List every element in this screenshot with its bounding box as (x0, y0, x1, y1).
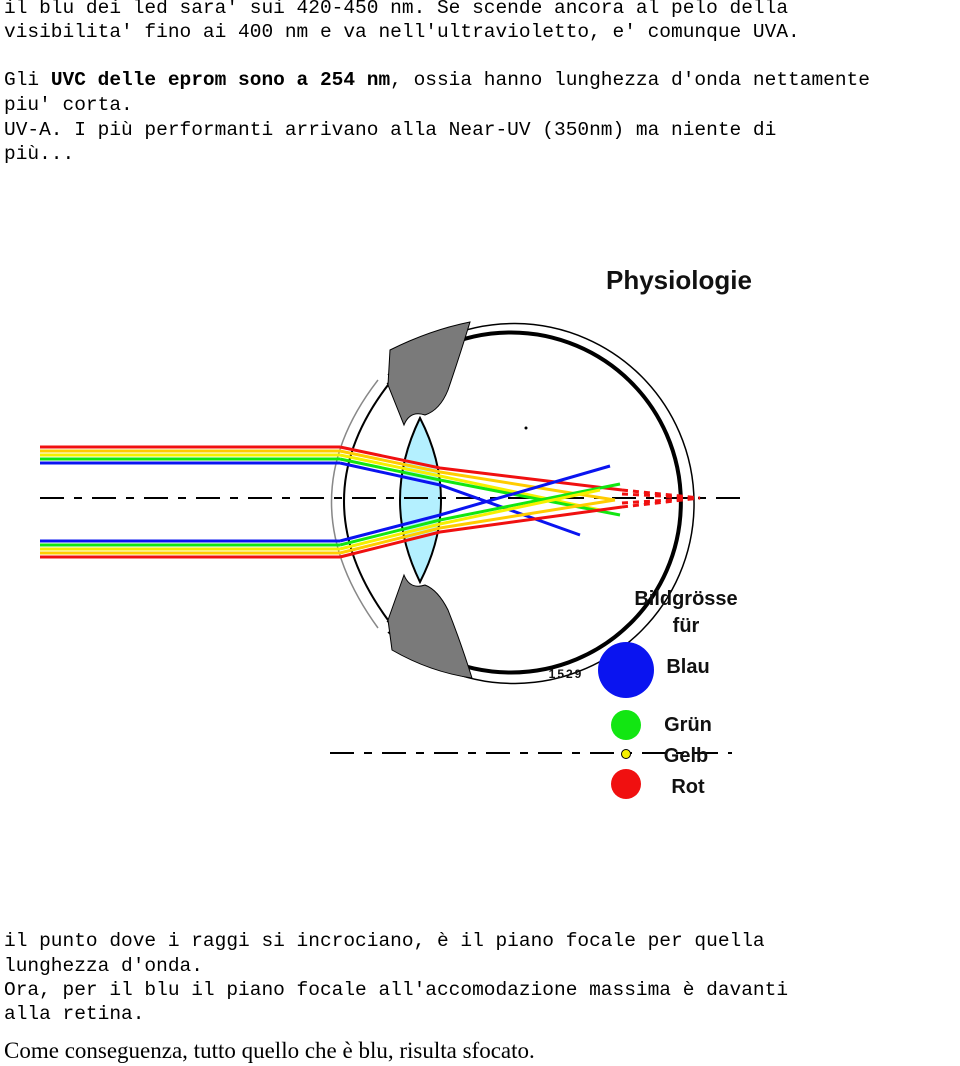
upper-iris-tissue (387, 321, 471, 427)
conclusion-text: Come conseguenza, tutto quello che è blu… (4, 1038, 535, 1063)
outro-line-3: Ora, per il blu il piano focale all'acco… (4, 979, 789, 1001)
red-label: Rot (671, 776, 705, 798)
refracted-rays-bottom (339, 464, 623, 559)
uvc-bold-text: UVC delle eprom sono a 254 nm (50, 69, 391, 91)
incoming-rays-bottom (40, 539, 340, 559)
red-spot (611, 769, 641, 799)
intro-line-uvc: Gli UVC delle eprom sono a 254 nm, ossia… (4, 68, 870, 93)
blue-label: Blau (666, 656, 709, 678)
outro-line-4: alla retina. (4, 1003, 145, 1025)
outro-line-1: il punto dove i raggi si incrociano, è i… (4, 930, 765, 952)
red-focus-extension (621, 488, 701, 509)
lens (399, 415, 442, 585)
figure-header-partial: Physiologie (606, 268, 752, 295)
intro-line-1: il blu dei led sara' sui 420-450 nm. Se … (4, 0, 789, 19)
uvc-prefix: Gli (4, 69, 51, 91)
intro-line-2: visibilita' fino ai 400 nm e va nell'ult… (4, 21, 800, 43)
green-label: Grün (664, 714, 712, 736)
incoming-rays-top (40, 445, 340, 465)
yellow-spot (621, 749, 631, 759)
blue-spot (598, 642, 654, 698)
size-label-2: für (673, 615, 700, 637)
eye-chromatic-aberration-figure: Physiologie (40, 268, 752, 799)
eyeball (330, 322, 695, 685)
intro-line-5: UV-A. I più performanti arrivano alla Ne… (4, 119, 777, 141)
outro-line-2: lunghezza d'onda. (4, 955, 203, 977)
yellow-label: Gelb (664, 745, 708, 767)
size-label-1: Bildgrösse (634, 588, 737, 610)
figure-code: 1529 (549, 667, 584, 681)
uvc-suffix: , ossia hanno lunghezza d'onda nettament… (390, 69, 870, 91)
intro-line-6: più... (4, 143, 75, 165)
intro-line-4: piu' corta. (4, 94, 133, 116)
lower-iris-tissue (387, 573, 473, 679)
green-spot (611, 710, 641, 740)
